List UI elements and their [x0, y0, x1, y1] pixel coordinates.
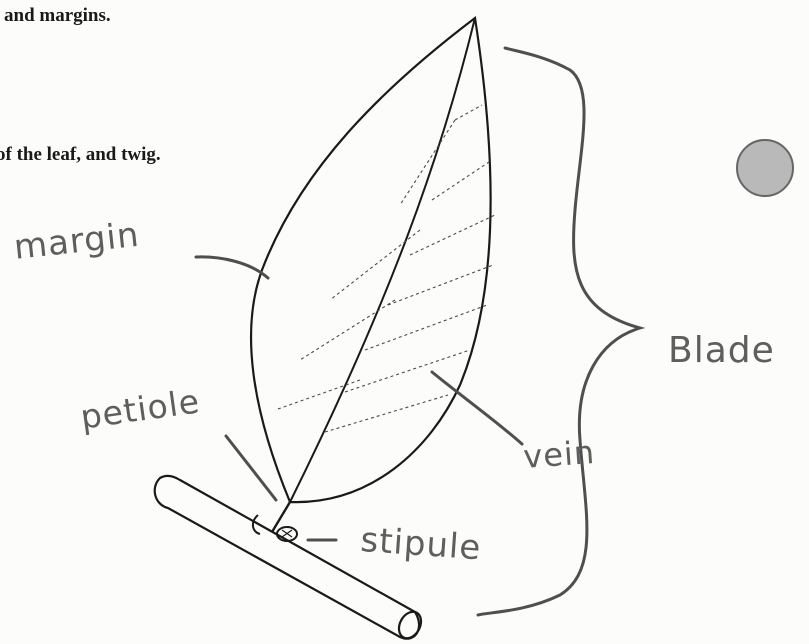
label-leader-lines [196, 257, 522, 540]
vein-leader [432, 372, 522, 444]
blade-brace [478, 48, 640, 615]
label-blade: Blade [668, 330, 775, 371]
gray-dot [737, 140, 793, 196]
midrib [290, 18, 475, 502]
label-vein: vein [522, 433, 596, 476]
margin-leader [196, 257, 268, 278]
label-stipule: stipule [359, 520, 482, 568]
